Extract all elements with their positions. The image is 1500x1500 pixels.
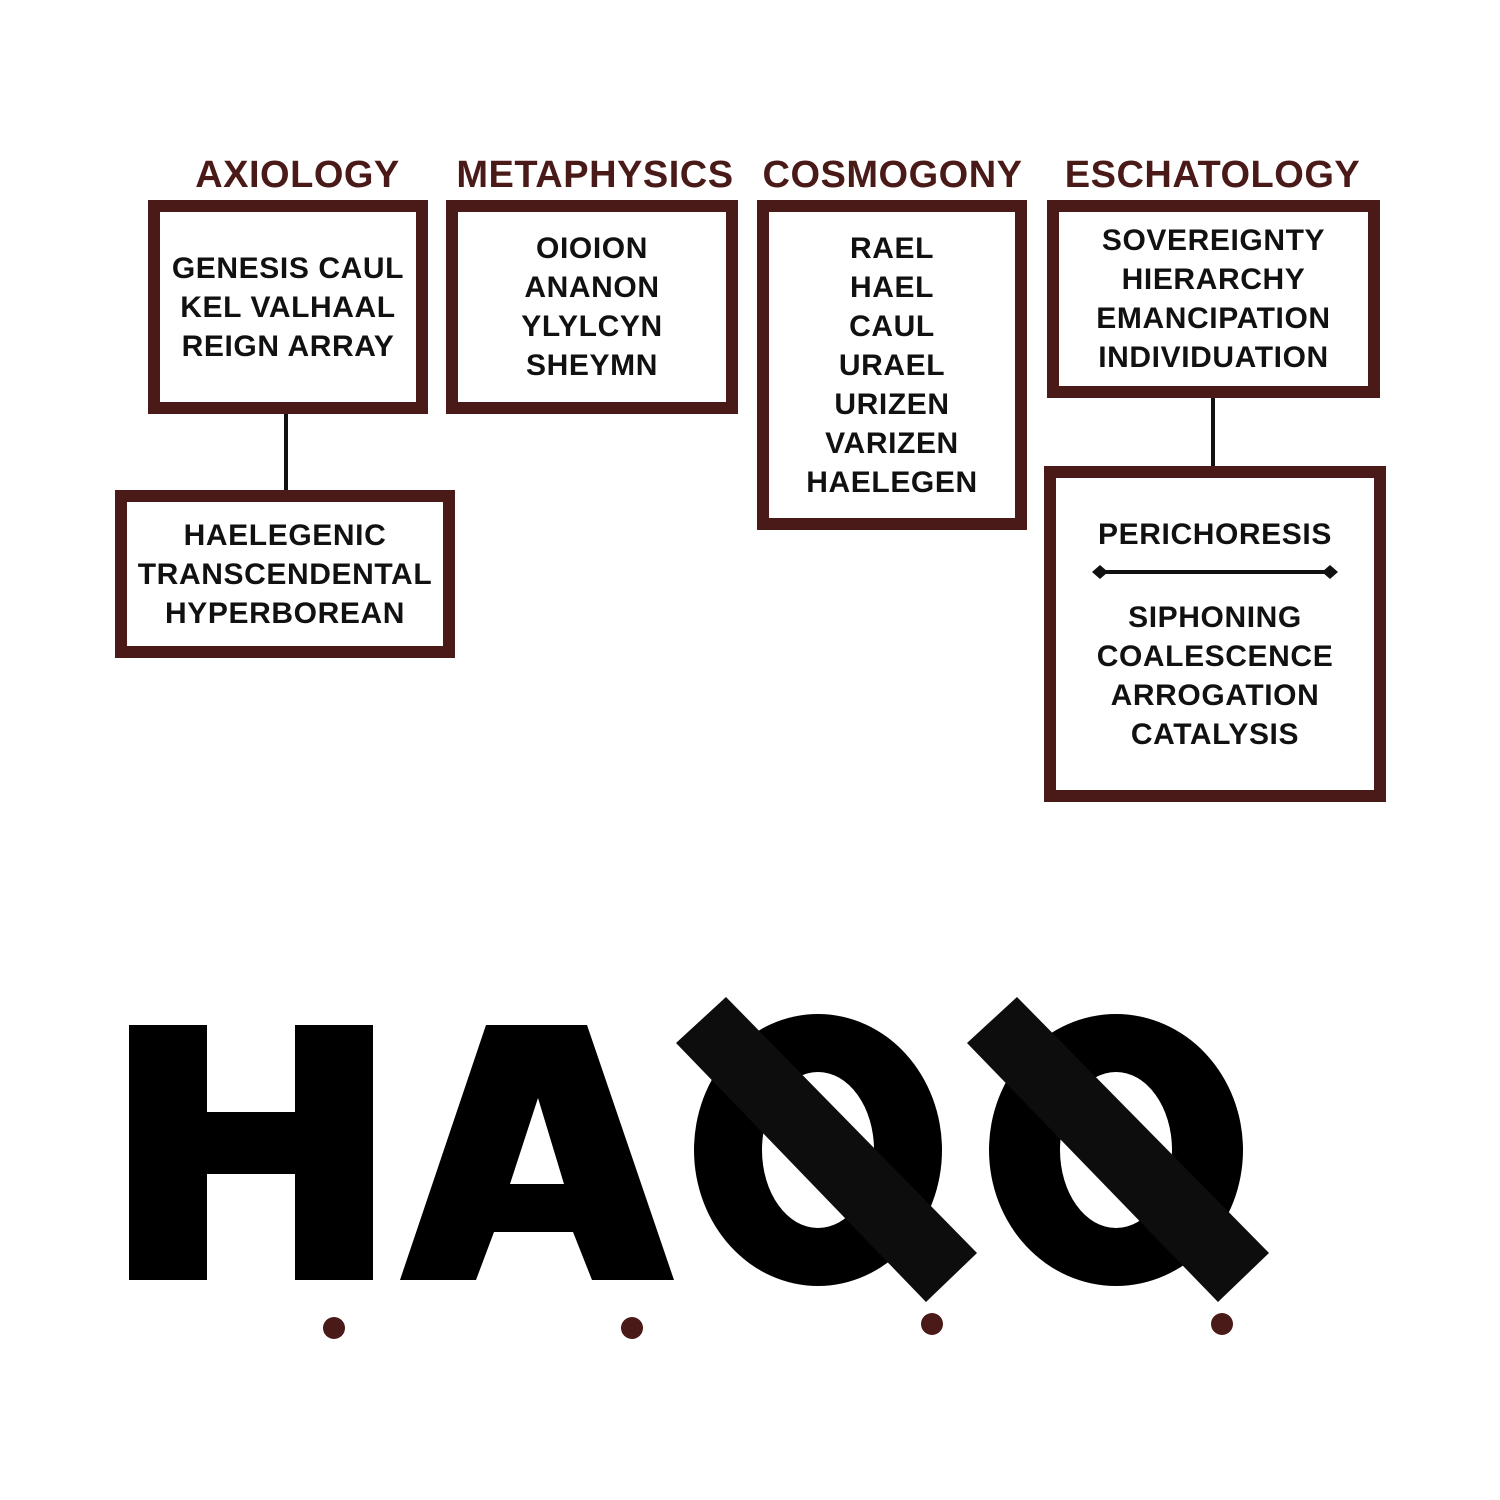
logo-dot xyxy=(621,1317,643,1339)
cosmogony-line: VARIZEN xyxy=(825,426,959,460)
eschatology-sub-line: SIPHONING xyxy=(1128,600,1302,634)
logo-dot xyxy=(1211,1313,1233,1335)
logo-letter-o-slashed xyxy=(967,997,1269,1302)
heading-eschatology: ESCHATOLOGY xyxy=(1064,154,1361,196)
axiology-line: GENESIS CAUL xyxy=(171,251,405,285)
cosmogony-box: RAEL HAEL CAUL URAEL URIZEN VARIZEN HAEL… xyxy=(757,200,1027,530)
metaphysics-line: SHEYMN xyxy=(526,349,658,382)
metaphysics-line: ANANON xyxy=(524,271,660,304)
axiology-sub-line: HAELEGENIC xyxy=(183,518,387,552)
axiology-line: REIGN ARRAY xyxy=(181,329,395,363)
eschatology-sub-box: PERICHORESIS SIPHONING COALESCENCE ARROG… xyxy=(1044,466,1386,802)
logo-dot xyxy=(921,1313,943,1335)
axiology-line: KEL VALHAAL xyxy=(180,290,396,324)
logo-letter-h xyxy=(129,1025,373,1280)
cosmogony-line: URIZEN xyxy=(834,387,950,421)
logo-dot xyxy=(323,1317,345,1339)
metaphysics-line: YLYLCYN xyxy=(521,310,663,343)
axiology-sub-line: HYPERBOREAN xyxy=(165,596,405,630)
cosmogony-line: RAEL xyxy=(849,231,935,265)
eschatology-sub-line: COALESCENCE xyxy=(1096,639,1334,673)
eschatology-sub-line: CATALYSIS xyxy=(1130,717,1300,751)
metaphysics-box: OIOION ANANON YLYLCYN SHEYMN xyxy=(446,200,738,414)
double-arrow-divider xyxy=(1092,564,1338,579)
eschatology-line: INDIVIDUATION xyxy=(1098,341,1329,374)
cosmogony-line: URAEL xyxy=(838,348,946,382)
axiology-sub-line: TRANSCENDENTAL xyxy=(137,557,433,591)
heading-cosmogony: COSMOGONY xyxy=(762,154,1023,196)
eschatology-line: SOVEREIGNTY xyxy=(1101,224,1326,257)
heading-axiology: AXIOLOGY xyxy=(195,154,400,196)
eschatology-line: HIERARCHY xyxy=(1121,263,1306,296)
logo-letter-o-slashed xyxy=(676,997,977,1302)
cosmogony-line: HAEL xyxy=(849,270,935,304)
eschatology-line: EMANCIPATION xyxy=(1096,302,1331,335)
axiology-box: GENESIS CAUL KEL VALHAAL REIGN ARRAY xyxy=(148,200,428,414)
eschatology-box: SOVEREIGNTY HIERARCHY EMANCIPATION INDIV… xyxy=(1047,200,1380,398)
heading-metaphysics: METAPHYSICS xyxy=(456,154,734,196)
axiology-sub-box: HAELEGENIC TRANSCENDENTAL HYPERBOREAN xyxy=(115,490,455,658)
logo-letter-a xyxy=(400,1025,674,1280)
cosmogony-line: CAUL xyxy=(849,309,935,343)
eschatology-sub-line: ARROGATION xyxy=(1110,678,1320,712)
perichoresis-label: PERICHORESIS xyxy=(1098,517,1332,551)
cosmogony-line: HAELEGEN xyxy=(806,465,978,499)
metaphysics-line: OIOION xyxy=(536,232,648,265)
